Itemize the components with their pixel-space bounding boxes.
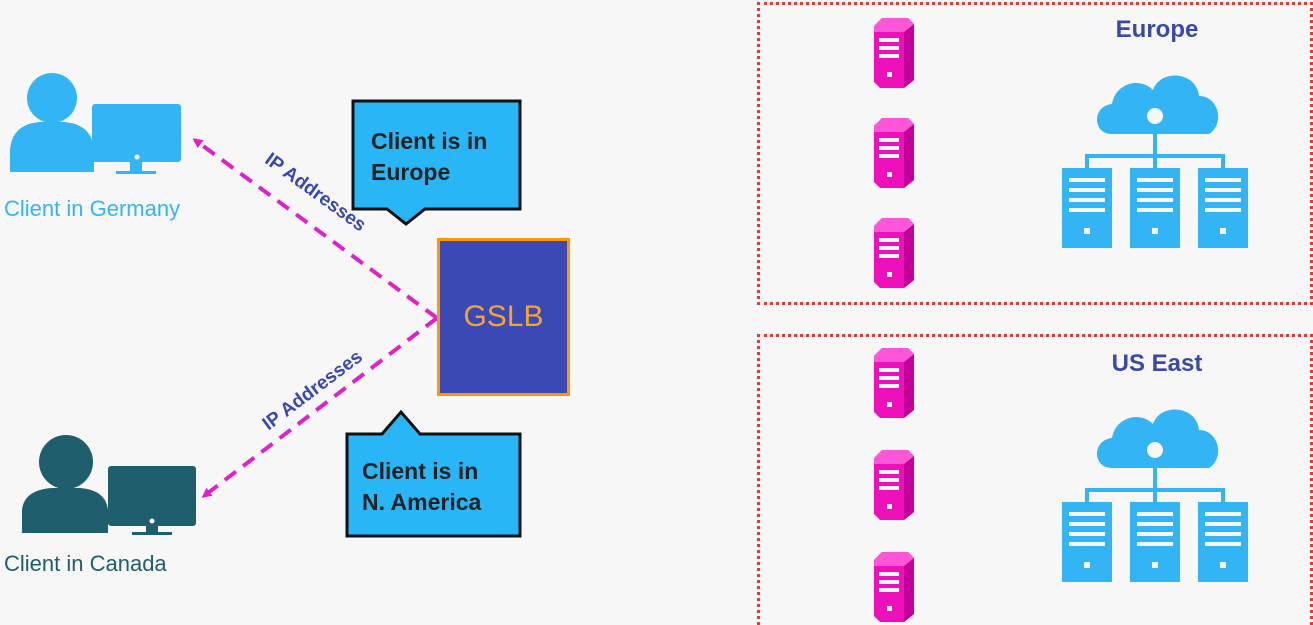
server-tower-icon: [874, 18, 914, 88]
region-us-east: [757, 334, 1313, 625]
gslb-box: GSLB: [437, 238, 570, 396]
region-europe-title: Europe: [1115, 16, 1199, 43]
server-tower-icon: [874, 218, 914, 288]
callout-europe-line-1: Client is in: [371, 128, 488, 154]
callout-namerica-text: Client is in N. America: [362, 456, 481, 518]
callout-europe-shape: [351, 99, 522, 226]
client-canada-label: Client in Canada: [4, 551, 167, 576]
region-us-east-title: US East: [1111, 350, 1203, 377]
user-desktop-icon-germany: [10, 73, 181, 174]
callout-namerica-line-1: Client is in: [362, 458, 479, 484]
callout-europe-text: Client is in Europe: [371, 126, 487, 188]
client-germany-label: Client in Germany: [4, 196, 181, 221]
callout-namerica-shape: [345, 409, 522, 538]
arrow-to-canada: [201, 316, 439, 498]
server-tower-icon: [874, 552, 914, 622]
cloud-datacenter-icon-europe: [1062, 75, 1248, 248]
server-tower-icon: [874, 450, 914, 520]
cloud-datacenter-icon-us-east: [1062, 409, 1248, 582]
server-tower-icon: [874, 118, 914, 188]
region-europe: [757, 2, 1313, 305]
gslb-label: GSLB: [463, 300, 544, 333]
callout-namerica-line-2: N. America: [362, 489, 482, 515]
callout-europe-line-2: Europe: [371, 159, 451, 185]
server-tower-icon: [874, 348, 914, 418]
user-desktop-icon-canada: [22, 435, 196, 535]
arrow-to-germany: [192, 138, 439, 320]
